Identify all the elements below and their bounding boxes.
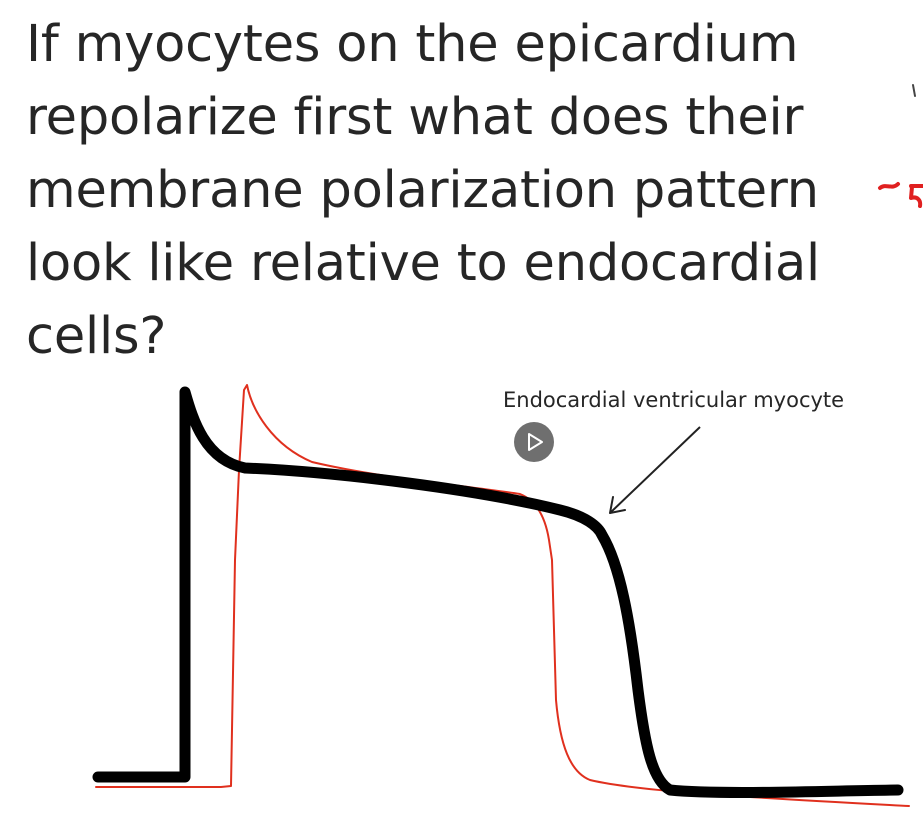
play-icon: [528, 433, 543, 451]
red-edge-mark-2: [909, 184, 923, 208]
edge-tick: [912, 84, 916, 97]
annotation-arrowhead: [609, 496, 626, 514]
red-edge-mark: [878, 182, 900, 190]
play-button[interactable]: [514, 422, 554, 462]
slide-title: If myocytes on the epicardium repolarize…: [26, 15, 820, 366]
endocardial-action-potential: [92, 386, 904, 798]
annotation-label: Endocardial ventricular myocyte: [503, 388, 845, 412]
annotation-arrow: [609, 426, 701, 514]
